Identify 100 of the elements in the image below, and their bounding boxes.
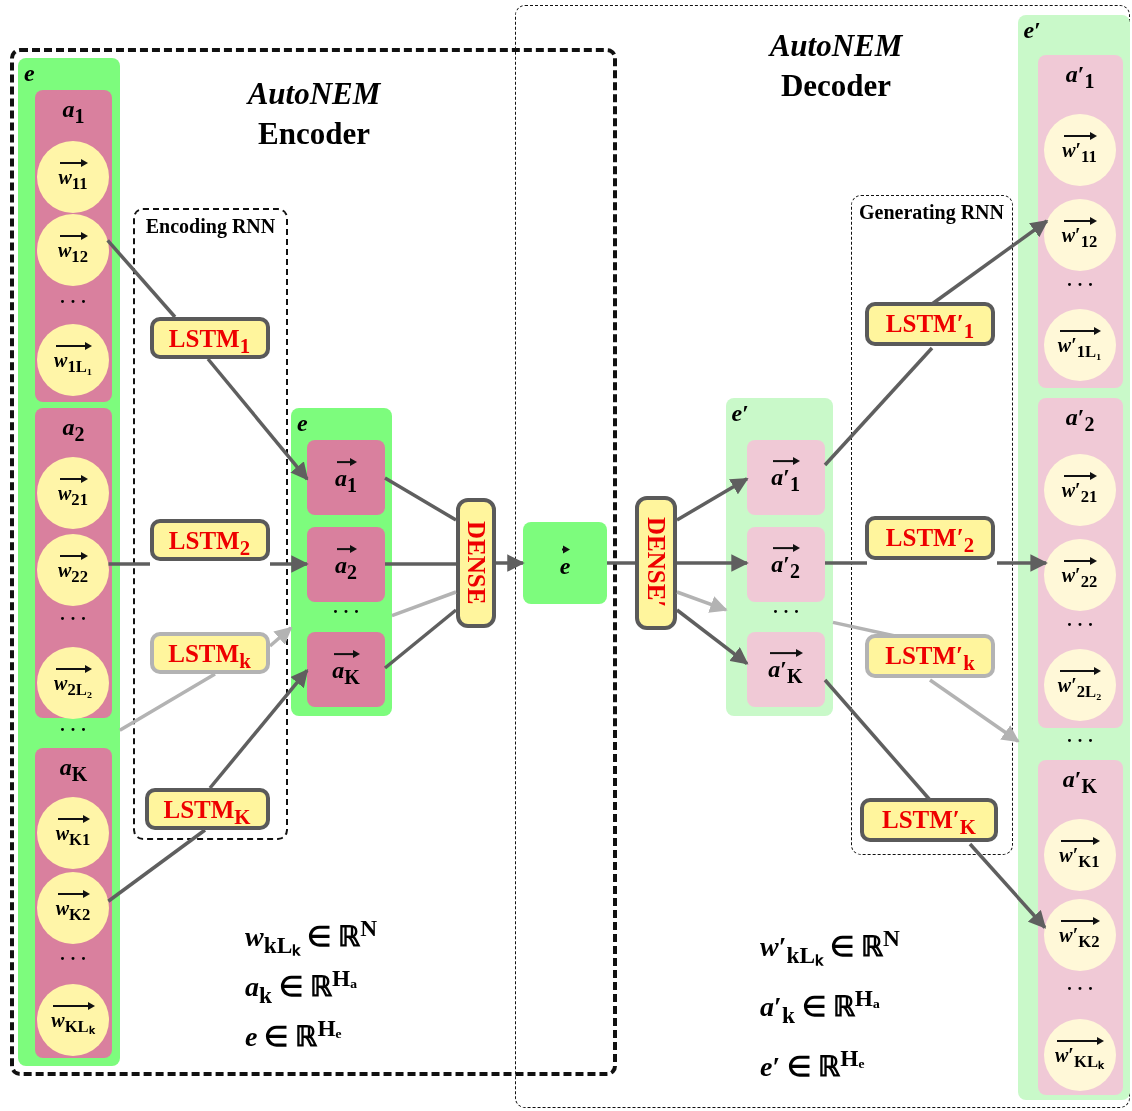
ellipsis: · · · — [1065, 615, 1095, 636]
vector-box — [307, 440, 385, 515]
vector-label: a$_{2}$ — [307, 545, 385, 584]
arrow — [968, 842, 1047, 929]
vector-group-panel — [1037, 54, 1123, 388]
ellipsis: · · · — [1065, 731, 1095, 752]
lstm-label: LSTM$_{1}$ — [167, 324, 252, 359]
formula-text: a$_{k}$ ∈ ℝ$^{Hₐ}$ — [245, 965, 357, 1009]
vector-label: w′$_{K2}$ — [1043, 917, 1116, 952]
lstm-box — [149, 316, 270, 359]
connector-line — [118, 672, 216, 732]
word-vector-circle — [37, 984, 109, 1056]
arrow — [676, 590, 728, 613]
vector-label: w′$_{21}$ — [1043, 472, 1116, 507]
vector-panel — [18, 58, 120, 1066]
arrow — [675, 608, 749, 665]
vector-label: e′ — [1023, 16, 1041, 44]
vector-label: w$_{22}$ — [37, 553, 109, 587]
vector-label: e — [523, 546, 607, 580]
vector-label: w$_{12}$ — [37, 233, 109, 267]
lstm-label: LSTM′$_{2}$ — [884, 524, 976, 558]
vector-group-panel — [35, 408, 112, 718]
connector-line — [823, 346, 934, 467]
connector-line — [384, 476, 457, 522]
arrow — [496, 554, 525, 572]
vector-label: a′$_{1}$ — [746, 458, 825, 496]
vector-box — [746, 526, 825, 602]
vector-box — [523, 522, 607, 604]
vector-label: a′$_{1}$ — [1064, 60, 1096, 93]
arrow — [208, 669, 309, 790]
lstm-label: LSTM$_{k}$ — [167, 639, 252, 674]
vector-label: e — [297, 410, 308, 437]
dense-layer-box — [634, 495, 677, 630]
vector-label: w$_{1L₁}$ — [37, 343, 109, 377]
word-vector-circle — [37, 647, 109, 719]
connector-line — [108, 562, 150, 566]
vector-label: e′ — [731, 399, 749, 427]
lstm-label: LSTM′$_{K}$ — [880, 806, 978, 840]
ellipsis: · · · — [331, 602, 361, 623]
connector-line — [383, 608, 458, 670]
vector-label: a$_{1}$ — [61, 96, 86, 128]
vector-box — [746, 631, 825, 707]
arrow — [929, 678, 1020, 743]
vector-label: w′$_{1L₁}$ — [1043, 327, 1116, 362]
vector-label: w$_{K1}$ — [37, 816, 109, 850]
vector-label: w$_{2L₂}$ — [37, 666, 109, 700]
vector-label: w′$_{KLₖ}$ — [1043, 1037, 1116, 1072]
ellipsis: · · · — [1065, 979, 1095, 1000]
formula-text: w′$_{kLₖ}$ ∈ ℝ$^{N}$ — [760, 925, 900, 970]
formula-text: w$_{kLₖ}$ ∈ ℝ$^{N}$ — [245, 915, 378, 960]
section-title: AutoNEM Encoder — [245, 75, 382, 153]
vector-box — [307, 527, 385, 602]
connector-line — [607, 561, 635, 565]
vector-box — [746, 439, 825, 515]
block-title: Generating RNN — [858, 199, 1005, 224]
vector-label: a$_{K}$ — [307, 650, 385, 689]
vector-label: w′$_{22}$ — [1043, 557, 1116, 592]
formula-text: a′$_{k}$ ∈ ℝ$^{Hₐ}$ — [760, 985, 880, 1029]
ellipsis: · · · — [58, 720, 88, 741]
vector-label: a$_{K}$ — [58, 754, 89, 786]
vector-label: w$_{K2}$ — [37, 891, 109, 925]
layer-label: DENSE — [462, 520, 491, 607]
ellipsis: · · · — [58, 292, 88, 313]
lstm-label: LSTM′$_{1}$ — [884, 310, 976, 344]
ellipsis: · · · — [58, 609, 88, 630]
dashed-frame — [850, 194, 1013, 855]
layer-label: DENSE′ — [641, 516, 671, 610]
lstm-label: LSTM′$_{k}$ — [884, 642, 976, 676]
ellipsis: · · · — [771, 602, 801, 623]
vector-panel — [1017, 14, 1130, 1100]
vector-label: a′$_{K}$ — [746, 650, 825, 688]
ellipsis: · · · — [58, 949, 88, 970]
vector-group-panel — [1037, 397, 1123, 728]
connector-line — [391, 590, 457, 618]
vector-label: w′$_{K1}$ — [1043, 837, 1116, 872]
dashed-frame — [133, 208, 288, 840]
formula-text: e ∈ ℝ$^{Hₑ}$ — [245, 1015, 342, 1054]
lstm-box — [860, 798, 998, 842]
vector-panel — [725, 397, 833, 716]
dense-layer-box — [456, 498, 496, 628]
arrow — [676, 477, 749, 522]
formula-text: e′ ∈ ℝ$^{Hₑ}$ — [760, 1045, 865, 1084]
arrow — [268, 626, 293, 648]
vector-panel — [291, 408, 392, 716]
lstm-box — [865, 516, 995, 560]
arrow — [997, 554, 1048, 572]
vector-label: a′$_{K}$ — [1061, 765, 1099, 798]
lstm-box — [149, 631, 270, 674]
lstm-box — [144, 787, 270, 830]
arrow — [677, 554, 749, 572]
connector-line — [107, 828, 207, 903]
lstm-box — [865, 634, 995, 678]
lstm-label: LSTM$_{2}$ — [167, 526, 252, 561]
vector-label: w$_{11}$ — [37, 160, 109, 194]
arrow — [206, 357, 309, 481]
vector-label: w′$_{11}$ — [1043, 132, 1116, 167]
lstm-label: LSTM$_{K}$ — [162, 795, 252, 830]
vector-label: a$_{2}$ — [61, 414, 86, 446]
vector-label: e — [24, 60, 35, 87]
vector-label: a$_{1}$ — [307, 458, 385, 497]
